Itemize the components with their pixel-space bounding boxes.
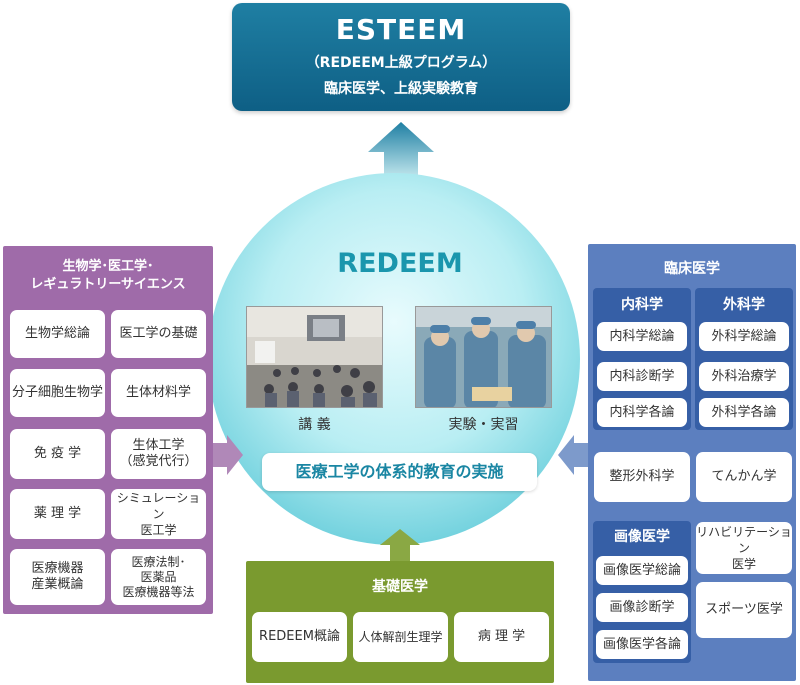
arrow-right-from-left-icon: [213, 435, 243, 475]
course-medical-law-line2: 医薬品: [140, 569, 177, 584]
bio-engineering-title: 生物学･医工学･ レギュラトリーサイエンス: [3, 258, 213, 294]
course-surgery-topics: 外科学各論: [699, 398, 789, 427]
course-rehabilitation-line1: リハビリテーション: [696, 525, 792, 555]
slogan-box: 医療工学の体系的教育の実施: [262, 453, 537, 491]
internal-medicine-title: 内科学: [621, 297, 663, 313]
course-imaging-topics: 画像医学各論: [596, 630, 688, 659]
course-rehabilitation-line2: 医学: [731, 557, 756, 571]
course-device-industry-line2: 産業概論: [31, 577, 84, 592]
course-internal-topics: 内科学各論: [597, 398, 687, 427]
course-bioengineering-line1: 生体工学: [132, 438, 185, 453]
course-simulation-line1: シミュレーション: [116, 491, 201, 521]
lecture-caption: 講 義: [298, 417, 331, 433]
course-bioengineering-line2: （感覚代行）: [119, 454, 198, 469]
course-pharmacology: 薬 理 学: [10, 489, 105, 539]
course-medical-device-industry: 医療機器 産業概論: [10, 549, 105, 605]
course-surgical-treatment: 外科治療学: [699, 362, 789, 391]
imaging-medicine-title: 画像医学: [614, 529, 670, 545]
course-simulation-line2: 医工学: [140, 523, 177, 537]
surgery-title: 外科学: [723, 297, 765, 313]
course-biomaterials: 生体材料学: [111, 369, 206, 417]
course-internal-overview: 内科学総論: [597, 322, 687, 351]
course-device-industry-line1: 医療機器: [31, 561, 84, 576]
esteem-title: ESTEEM: [335, 13, 467, 46]
esteem-subtitle: （REDEEM上級プログラム）: [305, 55, 497, 71]
course-orthopedics: 整形外科学: [594, 452, 690, 502]
course-medical-law-line3: 医療機器等法: [122, 584, 195, 599]
course-medical-law: 医療法制･ 医薬品 医療機器等法: [111, 549, 206, 605]
lab-caption: 実験・実習: [448, 417, 519, 433]
course-imaging-diagnosis: 画像診断学: [596, 593, 688, 622]
course-biology-overview: 生物学総論: [10, 310, 105, 358]
course-epileptology: てんかん学: [696, 452, 792, 502]
course-rehabilitation: リハビリテーション 医学: [696, 522, 792, 574]
bio-engineering-title-line1: 生物学･医工学･: [62, 259, 154, 274]
course-bioengineering: 生体工学 （感覚代行）: [111, 429, 206, 479]
course-medical-engineering-basics: 医工学の基礎: [111, 310, 206, 358]
clinical-medicine-title: 臨床医学: [664, 261, 720, 277]
lecture-photo: [246, 306, 383, 408]
course-surgery-overview: 外科学総論: [699, 322, 789, 351]
lab-photo: [415, 306, 552, 408]
course-pathology: 病 理 学: [454, 612, 549, 662]
course-immunology: 免 疫 学: [10, 429, 105, 479]
course-redeem-intro: REDEEM概論: [252, 612, 347, 662]
redeem-title: REDEEM: [337, 248, 463, 279]
arrow-up-to-esteem-icon: [368, 122, 434, 182]
bio-engineering-title-line2: レギュラトリーサイエンス: [30, 277, 186, 292]
course-medical-law-line1: 医療法制･: [131, 554, 186, 569]
course-imaging-overview: 画像医学総論: [596, 556, 688, 585]
course-simulation-engineering: シミュレーション 医工学: [111, 489, 206, 539]
course-sports-medicine: スポーツ医学: [696, 582, 792, 638]
arrow-left-from-right-icon: [558, 435, 588, 475]
arrow-up-from-bottom-icon: [380, 529, 420, 561]
course-internal-diagnosis: 内科診断学: [597, 362, 687, 391]
course-anatomy-physiology: 人体解剖生理学: [353, 612, 448, 662]
basic-medicine-title: 基礎医学: [372, 579, 428, 595]
esteem-description: 臨床医学、上級実験教育: [324, 81, 478, 97]
esteem-box: ESTEEM （REDEEM上級プログラム） 臨床医学、上級実験教育: [232, 3, 570, 111]
course-molecular-cell-biology: 分子細胞生物学: [10, 369, 105, 417]
